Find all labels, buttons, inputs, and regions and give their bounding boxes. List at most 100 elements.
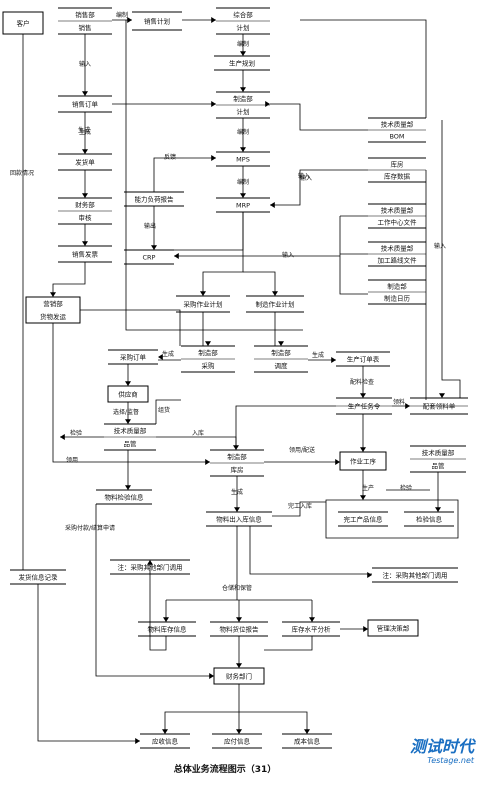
edge-label-l-xuanzhe: 选择/监督 [113, 408, 139, 416]
edge-label-l-lingyong2: 领用 [66, 456, 78, 464]
edge-label-l-huikuan: 回款情况 [10, 169, 34, 177]
node-label: 财务部门 [226, 672, 252, 681]
node-label: 能力负荷报告 [135, 195, 175, 204]
node-label: 库存水平分析 [292, 625, 332, 634]
edge-label-l-shengcheng4: 生成 [231, 488, 243, 496]
arrowhead [50, 292, 56, 297]
flow-edge [52, 262, 86, 297]
arrowhead [240, 147, 246, 152]
flow-edge [125, 20, 303, 331]
edge-label-l-cangchu: 仓储和保管 [222, 584, 252, 592]
arrowhead [435, 507, 441, 512]
node-label: 库房 [231, 465, 244, 474]
node-label: 采购作业计划 [184, 300, 223, 309]
flow-edge [339, 216, 368, 295]
edge-label-l-jianyan2: 检验 [400, 484, 412, 492]
edge-label-l-peitao: 配料检查 [350, 378, 374, 386]
node-label: 制造作业计划 [256, 300, 295, 309]
watermark-en: Testage.net [427, 756, 474, 765]
node-label: 技术质量部 [422, 448, 455, 457]
flow-edge [149, 584, 167, 651]
node-label: 生产规划 [229, 59, 255, 68]
flow-edge [264, 636, 313, 651]
arrowhead [200, 291, 206, 296]
node-label: MPS [236, 156, 250, 164]
node-label: 调度 [275, 361, 289, 370]
node-crp: CRP [124, 249, 174, 265]
arrowhead [205, 459, 210, 465]
watermark-cn: 测试时代 [409, 737, 474, 756]
arrowhead [205, 341, 211, 346]
node-label: 客户 [17, 19, 30, 28]
flow-edge [441, 120, 461, 398]
node-label: 库房 [391, 160, 404, 169]
arrowhead [270, 202, 275, 208]
node-prod-plan: 生产规划 [214, 55, 270, 71]
node-label: 销售计划 [144, 17, 170, 26]
node-finance-dept: 财务部门 [213, 667, 265, 685]
node-prod-order: 生产订单表 [336, 351, 390, 367]
arrowhead [82, 91, 88, 96]
flow-edge [164, 684, 240, 734]
flow-edge [52, 323, 210, 463]
node-note-warehouse: 注：采购其他部门调用 [372, 567, 458, 583]
edge-label-l-shuru5: 输入 [300, 174, 312, 182]
arrowhead [236, 729, 242, 734]
node-label: 货物发运 [40, 312, 67, 321]
node-customer: 客户 [2, 11, 44, 35]
flow-edge [174, 212, 244, 251]
node-mfg-job-plan: 制造作业计划 [246, 295, 304, 313]
node-label: 工作中心文件 [378, 218, 418, 227]
node-label: 制造部 [233, 94, 253, 103]
arrowhead [265, 101, 270, 107]
node-prod-task: 生产任务令 [336, 397, 392, 415]
flow-edge [155, 399, 181, 424]
flow-edge [37, 584, 140, 742]
arrowhead [211, 17, 216, 23]
flow-edge [235, 405, 336, 450]
edge-label-l-shuru4: 输入 [434, 242, 446, 250]
edge-label-l-fankui: 反馈 [164, 153, 176, 161]
arrowhead [236, 663, 242, 668]
node-label: 制造部 [198, 348, 218, 357]
node-label: 配套领料单 [423, 402, 456, 411]
flow-edge [243, 271, 276, 296]
arrowhead [304, 729, 310, 734]
edge-label-l-wangong: 完工入库 [288, 502, 312, 510]
node-mat-inout: 物料出入库信息 [206, 511, 272, 527]
flow-edge [156, 436, 237, 450]
arrowhead [211, 155, 216, 161]
node-label: 库存数据 [384, 172, 411, 181]
node-label: 检验信息 [416, 515, 443, 524]
arrowhead [236, 617, 242, 622]
node-finished-info: 完工产品信息 [338, 511, 388, 527]
node-label: 制造日历 [384, 294, 411, 303]
node-mrp: MRP [216, 197, 270, 213]
edge-label-l-bianzhi2: 编制 [237, 40, 249, 48]
node-label: 计划 [237, 107, 250, 116]
node-label: 审核 [79, 213, 93, 222]
flow-edge [249, 526, 372, 575]
arrowhead [209, 673, 214, 679]
node-stock-analysis: 库存水平分析 [282, 621, 340, 637]
node-purchase-plan: 采购作业计划 [176, 295, 230, 313]
node-receivable: 应收信息 [140, 733, 190, 749]
arrowhead [151, 245, 157, 250]
arrowhead [360, 393, 366, 398]
edge-label-l-rukou: 入库 [192, 429, 204, 437]
node-label: 技术质量部 [381, 244, 414, 253]
arrowhead [335, 459, 340, 465]
node-invoice: 发货单 [58, 153, 112, 171]
node-label: 采购订单 [120, 353, 147, 362]
node-supplier: 供应商 [107, 385, 149, 403]
node-label: 作业工序 [350, 457, 377, 466]
arrowhead [163, 617, 169, 622]
node-label: 成本信息 [294, 737, 321, 746]
node-label: BOM [389, 133, 404, 141]
arrowhead [125, 381, 131, 386]
